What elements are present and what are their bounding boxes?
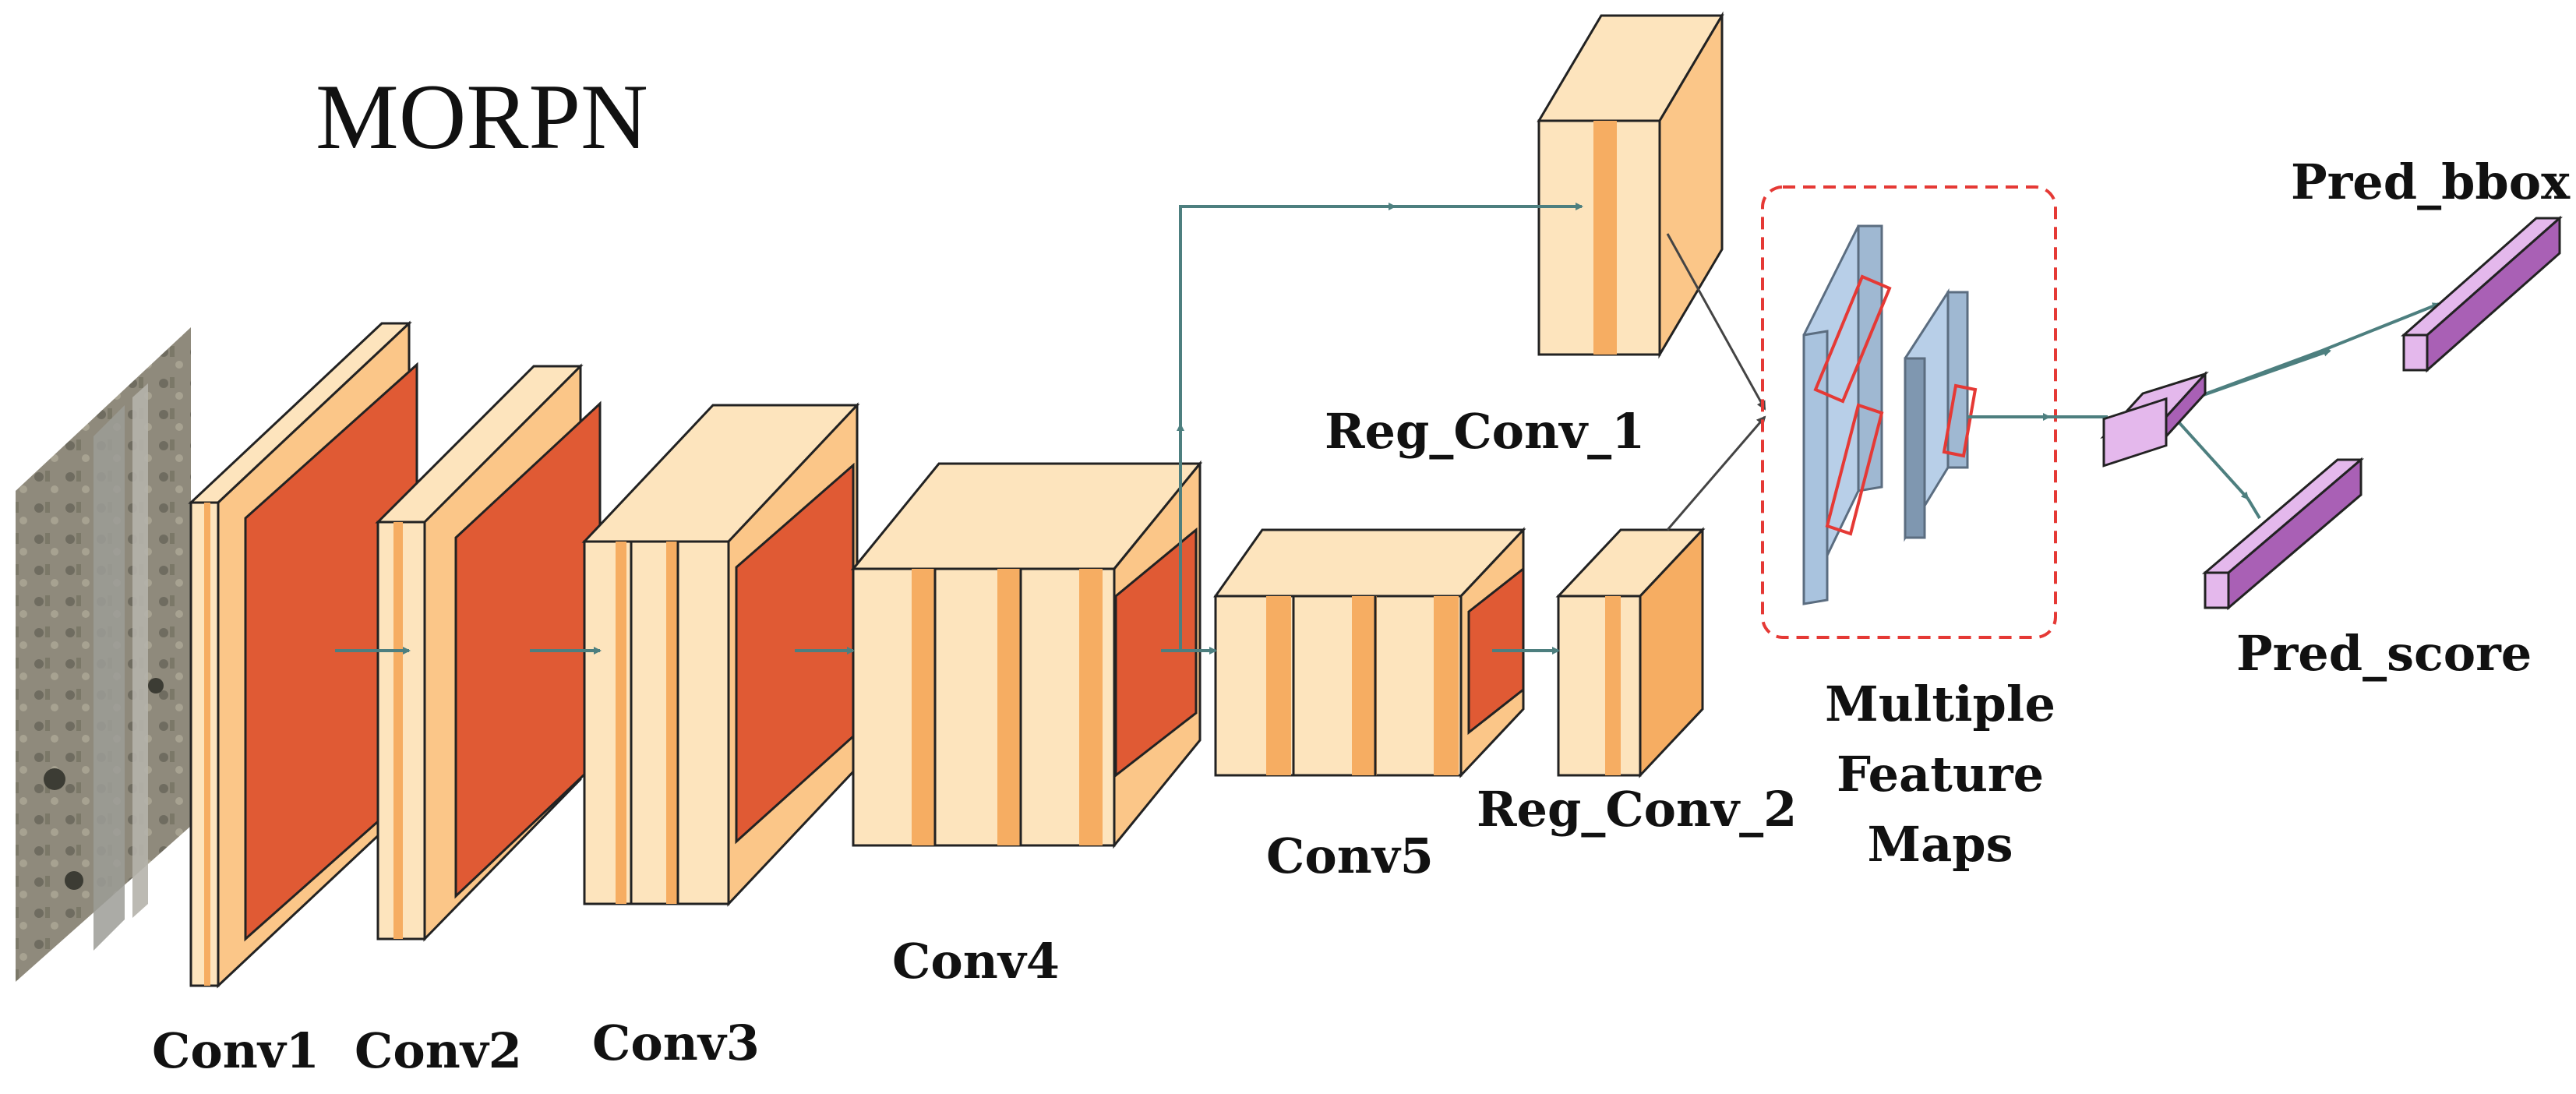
feature-map-small [1904, 288, 1978, 542]
pred-bbox-label: Pred_bbox [2291, 154, 2571, 210]
conv3-label: Conv3 [592, 1015, 760, 1071]
multiple-feature-maps-label: Multiple Feature Maps [1825, 676, 2056, 873]
reg-conv-2-block [1555, 527, 1706, 778]
conv3-block [581, 402, 860, 907]
conv5-label: Conv5 [1266, 828, 1434, 884]
backbone-arrows [335, 203, 1583, 655]
output-arrows [1967, 302, 2440, 520]
conv4-block [850, 460, 1203, 849]
conv2-label: Conv2 [355, 1022, 522, 1079]
reg-conv-2-label: Reg_Conv_2 [1477, 781, 1797, 838]
reg-conv-to-features-arrows [1666, 233, 1766, 531]
pred-score-label: Pred_score [2236, 625, 2532, 682]
feature-map-large [1802, 224, 1892, 605]
conv1-label: Conv1 [152, 1022, 319, 1079]
multiple-feature-maps-line-2: Feature [1837, 746, 2044, 803]
reg-conv-1-block [1537, 11, 1724, 359]
input-image [16, 327, 191, 982]
pred-bbox-block [2401, 215, 2563, 373]
feature-maps-frame [1761, 185, 2057, 639]
multiple-feature-maps-line-3: Maps [1867, 816, 2013, 873]
conv2-block [375, 363, 602, 942]
conv4-label: Conv4 [892, 933, 1060, 990]
pred-score-block [2201, 457, 2365, 611]
multiple-feature-maps-line-1: Multiple [1825, 676, 2056, 732]
diagram-title: MORPN [316, 65, 648, 168]
rpn-head-block [2100, 371, 2209, 468]
conv5-block [1213, 527, 1526, 778]
conv1-block [188, 320, 418, 989]
reg-conv-1-label: Reg_Conv_1 [1325, 403, 1645, 460]
